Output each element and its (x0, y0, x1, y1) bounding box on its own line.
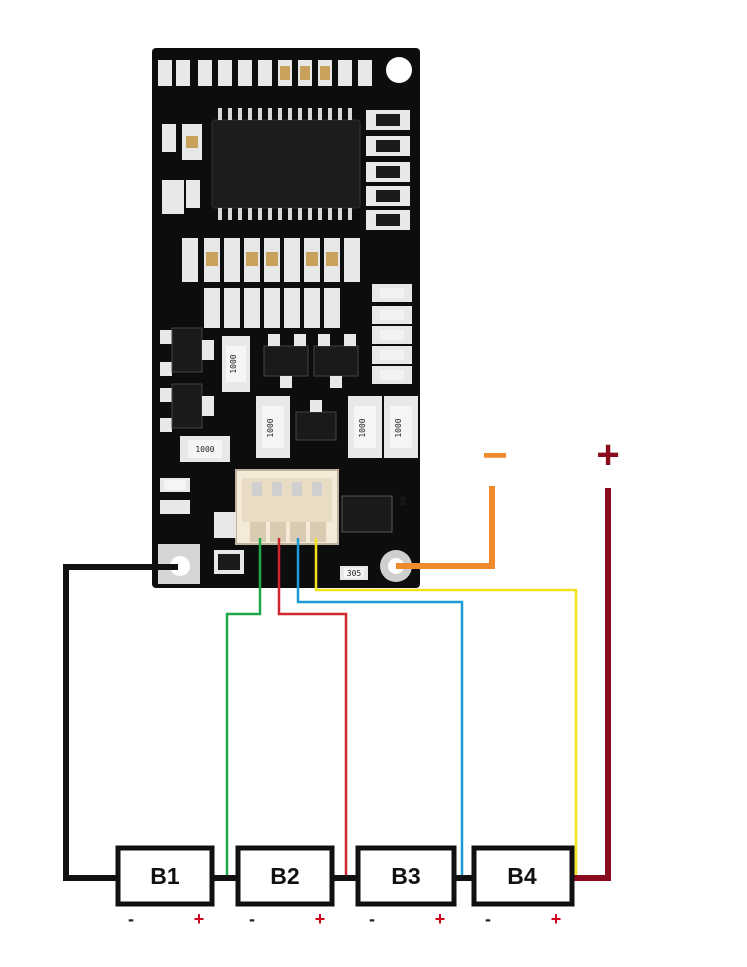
left-transistors (160, 327, 214, 432)
mount-hole-top (386, 57, 412, 83)
battery-label: B3 (391, 863, 420, 889)
battery-b2: B2 - + (235, 845, 335, 929)
top-resistor-row (158, 60, 372, 86)
wire-b3-plus (296, 538, 464, 878)
smd-code-label: 1000 (394, 418, 403, 437)
center-transistors (263, 334, 359, 441)
output-minus-label: − (482, 431, 508, 480)
battery-box (355, 845, 457, 907)
battery-b1: B1 - + (115, 845, 215, 929)
battery-minus-label: - (128, 909, 134, 929)
large-resistors: 1000 1000 1000 1000 1000 (180, 336, 418, 462)
jst-connector: 06 305 (160, 469, 407, 580)
wire-output-minus (396, 486, 495, 569)
smd-code-label: 1000 (358, 418, 367, 437)
wire-b1-plus (225, 538, 262, 878)
middle-resistor-row (182, 238, 360, 282)
battery-plus-label: + (315, 909, 326, 929)
battery-box (235, 845, 335, 907)
battery-plus-label: + (194, 909, 205, 929)
smd-code-label: 1000 (266, 418, 275, 437)
battery-b4: B4 - + (471, 845, 575, 929)
main-ic-chip (211, 108, 361, 220)
battery-minus-label: - (249, 909, 255, 929)
wiring (63, 486, 611, 881)
battery-box (115, 845, 215, 907)
battery-label: B1 (150, 863, 180, 889)
battery-label: B2 (270, 863, 299, 889)
board-marking: 06 (398, 496, 407, 506)
bms-board: 1000 1000 1000 1000 1000 (152, 48, 420, 588)
b-minus-pad-hole (170, 556, 190, 576)
wire-b4-plus (314, 538, 578, 878)
right-pad-column (366, 110, 410, 230)
smd-code-label: 305 (347, 569, 362, 578)
battery-box (471, 845, 575, 907)
left-ic-components (162, 124, 202, 214)
wire-output-plus (572, 488, 611, 881)
battery-b3: B3 - + (355, 845, 457, 929)
output-plus-label: + (596, 433, 619, 477)
lower-resistor-row (204, 284, 412, 384)
wire-b-minus (63, 564, 178, 881)
battery-label: B4 (507, 863, 537, 889)
battery-plus-label: + (551, 909, 562, 929)
smd-code-label: 1000 (229, 354, 238, 373)
battery-minus-label: - (369, 909, 375, 929)
wire-b2-plus (277, 538, 348, 878)
battery-minus-label: - (485, 909, 491, 929)
battery-plus-label: + (435, 909, 446, 929)
smd-code-label: 1000 (195, 445, 214, 454)
